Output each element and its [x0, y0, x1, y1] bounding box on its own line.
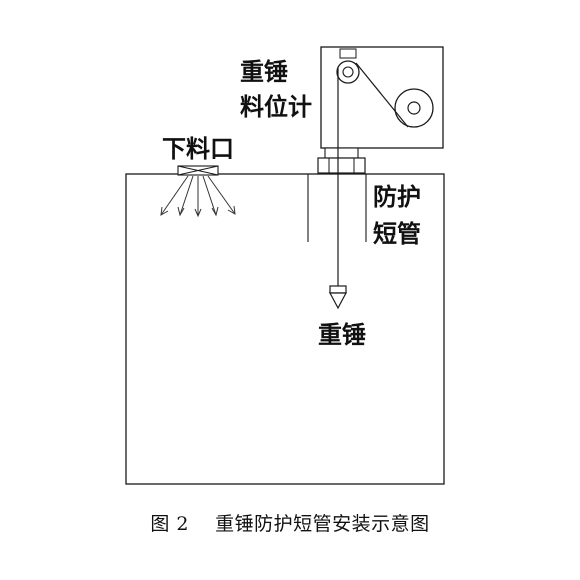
flow-arrow-4	[202, 175, 217, 216]
flange-neck	[324, 147, 359, 159]
silo-body	[125, 173, 445, 485]
figure-title: 重锤防护短管安装示意图	[215, 513, 430, 535]
flow-arrowhead-2	[177, 206, 185, 217]
protective-tube-label-line1: 防护	[373, 183, 421, 211]
caption-gap	[189, 513, 215, 535]
gauge-flange	[317, 147, 366, 174]
flow-arrowhead-1	[160, 206, 169, 216]
feed-inlet-cross-b	[177, 165, 219, 176]
level-gauge-label-line2: 料位计	[240, 93, 312, 121]
pulley-mount	[339, 48, 357, 59]
cable-reel-inner	[407, 101, 421, 115]
plumb-weight	[329, 285, 347, 310]
flow-arrowhead-5	[227, 205, 236, 215]
flow-arrowhead-4	[211, 206, 219, 217]
cable-to-reel	[355, 62, 409, 128]
cable-reel	[394, 88, 434, 128]
guide-pulley-inner	[342, 66, 354, 78]
material-flow-arrows	[160, 175, 236, 218]
guide-pulley	[336, 60, 360, 84]
flow-arrowhead-3	[194, 208, 202, 218]
figure-caption: 图 2 重锤防护短管安装示意图	[0, 509, 580, 536]
protective-short-tube	[307, 174, 367, 242]
plumb-weight-body	[329, 285, 347, 294]
weight-label: 重锤	[318, 321, 366, 349]
level-gauge-label-line1: 重锤	[240, 58, 288, 86]
flange-plate	[317, 157, 366, 174]
protective-tube-label-line2: 短管	[373, 220, 421, 248]
feed-inlet-label: 下料口	[162, 135, 234, 163]
feed-inlet	[177, 165, 219, 176]
flow-arrow-1	[160, 175, 189, 216]
figure-number: 图 2	[150, 513, 189, 535]
plumb-weight-tip	[329, 292, 347, 310]
flow-arrow-2	[179, 175, 194, 216]
flow-arrow-5	[207, 175, 236, 215]
